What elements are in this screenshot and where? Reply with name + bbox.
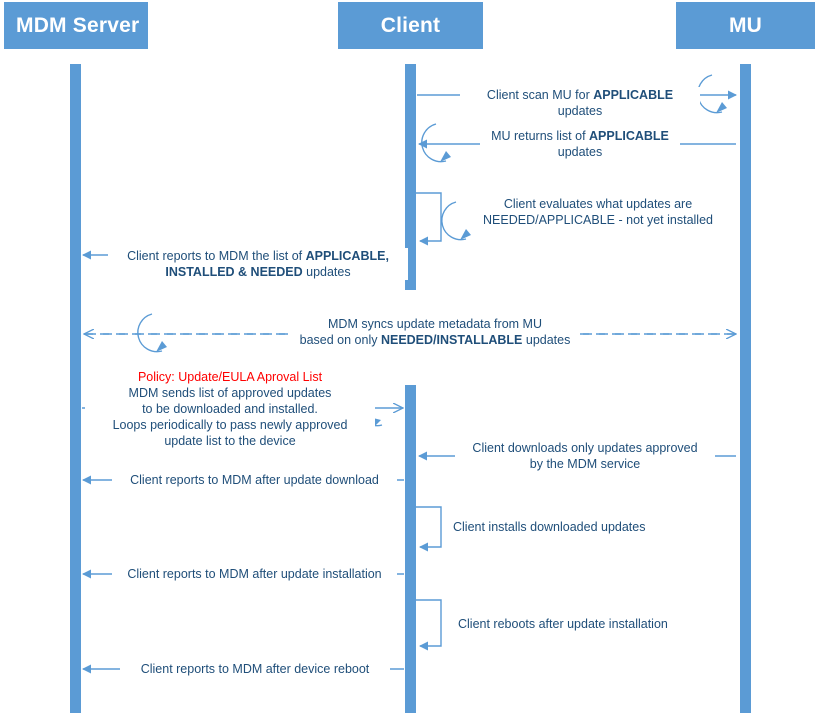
loop-arc-m5 bbox=[137, 313, 163, 353]
loop-arc-m1 bbox=[697, 74, 723, 114]
message-label-m3: Client evaluates what updates are NEEDED… bbox=[478, 196, 718, 228]
arrow-m11-client-self bbox=[416, 599, 442, 651]
loop-arrowhead-m5 bbox=[156, 341, 167, 352]
message-label-m1: Client scan MU for APPLICABLE updates bbox=[460, 87, 700, 119]
loop-arrowhead-m2 bbox=[440, 151, 451, 162]
lifeline-mdm-server bbox=[70, 64, 81, 713]
message-label-m5: MDM syncs update metadata from MU based … bbox=[290, 316, 580, 348]
arrow-m3-client-self bbox=[416, 192, 442, 246]
message-label-m10: Client reports to MDM after update insta… bbox=[112, 566, 397, 582]
participant-header-mdm-server[interactable]: MDM Server bbox=[4, 2, 148, 49]
loop-arrowhead-m1 bbox=[716, 102, 727, 113]
message-label-m12: Client reports to MDM after device reboo… bbox=[120, 661, 390, 677]
loop-arc-m2 bbox=[421, 123, 447, 163]
loop-arc-m3 bbox=[441, 201, 467, 241]
participant-header-client[interactable]: Client bbox=[338, 2, 483, 49]
message-label-m9: Client installs downloaded updates bbox=[450, 519, 670, 535]
lifeline-client-upper bbox=[405, 64, 416, 290]
lifeline-mu bbox=[740, 64, 751, 713]
participant-label-mu: MU bbox=[728, 13, 763, 37]
loop-arrowhead-m3 bbox=[460, 229, 471, 240]
participant-header-mu[interactable]: MU bbox=[676, 2, 815, 49]
lifeline-client-lower bbox=[405, 385, 416, 713]
participant-label-mdm-server: MDM Server bbox=[16, 13, 140, 37]
message-label-m8: Client reports to MDM after update downl… bbox=[112, 472, 397, 488]
message-label-m7: Client downloads only updates approved b… bbox=[455, 440, 715, 472]
message-label-m11: Client reboots after update installation bbox=[455, 616, 685, 632]
message-label-m2: MU returns list of APPLICABLE updates bbox=[480, 128, 680, 160]
participant-label-client: Client bbox=[380, 13, 441, 37]
arrow-m9-client-self bbox=[416, 506, 442, 552]
message-label-m4: Client reports to MDM the list of APPLIC… bbox=[108, 248, 408, 280]
message-label-m6: Policy: Update/EULA Aproval List MDM sen… bbox=[85, 369, 375, 449]
